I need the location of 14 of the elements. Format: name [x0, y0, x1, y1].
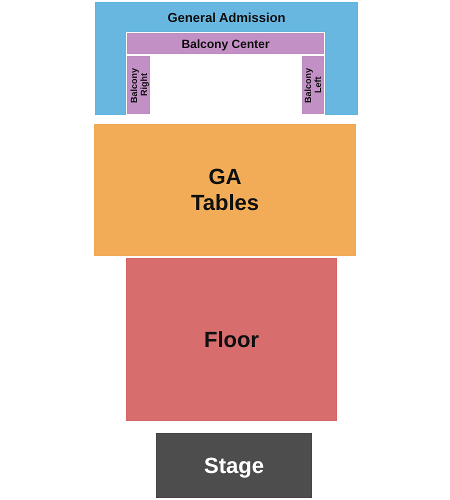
ga-tables-section — [94, 124, 356, 256]
section-label: Balcony Left — [303, 66, 323, 105]
section-label: Balcony Center — [181, 36, 270, 52]
balcony-left-section — [301, 55, 325, 115]
balcony-center-section — [126, 32, 325, 55]
section-label: GA Tables — [190, 164, 260, 216]
balcony-right-section — [126, 55, 151, 115]
section-label: General Admission — [168, 9, 286, 27]
stage-area — [156, 433, 312, 498]
section-label: Floor — [204, 326, 259, 354]
section-label: Balcony Right — [128, 66, 148, 105]
general-admission-section — [95, 2, 358, 115]
floor-section — [126, 258, 337, 421]
section-label: Stage — [204, 452, 264, 480]
